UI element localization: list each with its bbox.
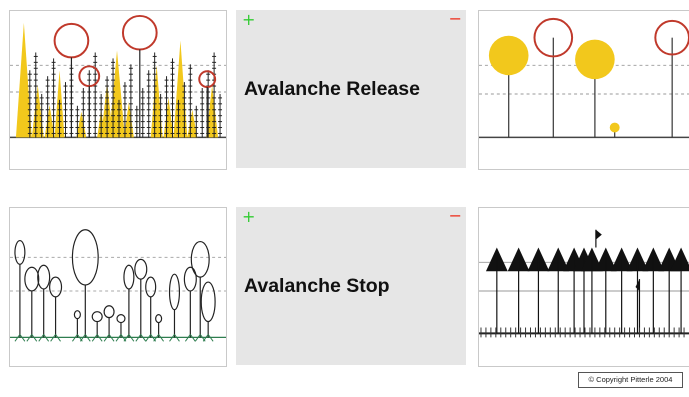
plus-sign: +: [242, 10, 256, 29]
sparse-deciduous-drawing: [479, 17, 689, 139]
copyright-notice: © Copyright Pitterle 2004: [578, 372, 683, 388]
avalanche-stop-label: Avalanche Stop: [244, 274, 390, 297]
black-conifer-drawing: [479, 229, 689, 338]
minus-sign: −: [448, 206, 462, 225]
avalanche-release-label: Avalanche Release: [244, 77, 420, 100]
forest-illustration-outline-deciduous: [9, 207, 227, 367]
plus-sign: +: [242, 207, 256, 226]
avalanche-stop-card: + − Avalanche Stop: [236, 207, 466, 365]
forest-illustration-dense-conifers: [9, 10, 227, 170]
dense-conifer-drawing: [10, 14, 226, 139]
outline-deciduous-drawing: [10, 229, 226, 342]
avalanche-release-card: + − Avalanche Release: [236, 10, 466, 168]
forest-illustration-black-conifers: [478, 207, 689, 367]
minus-sign: −: [448, 9, 462, 28]
forest-illustration-sparse-deciduous: [478, 10, 689, 170]
